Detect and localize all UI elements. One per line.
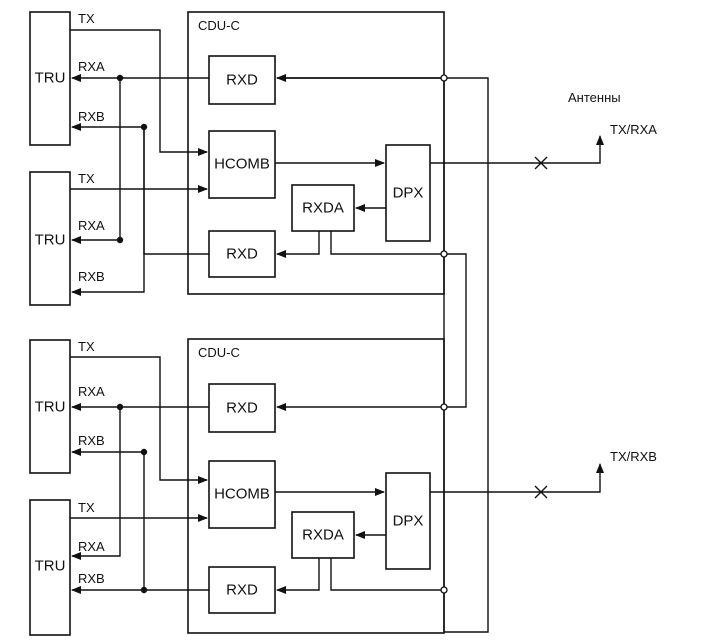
hcomb-label: HCOMB <box>214 156 270 173</box>
signal-label-rxa: RXA <box>78 539 105 554</box>
signal-label-rxa: RXA <box>78 218 105 233</box>
cross-mark-icon <box>534 485 548 499</box>
rxa-line <box>71 77 209 244</box>
hcomb-label: HCOMB <box>214 486 270 503</box>
signal-label-rxb: RXB <box>78 109 105 124</box>
rxda-to-rxd <box>276 231 320 258</box>
junction-dot <box>140 123 148 131</box>
signal-label-rxb: RXB <box>78 269 105 284</box>
junction-dot <box>116 403 124 411</box>
signal-label-tx: TX <box>78 11 95 26</box>
tru-label: TRU <box>35 232 66 249</box>
antenna-port-label: TX/RXB <box>610 449 657 464</box>
wiring-top <box>70 29 604 633</box>
tru-box <box>29 339 71 474</box>
junction-dot <box>140 448 148 456</box>
rxb-line <box>71 127 145 296</box>
rxda-to-bus <box>330 558 444 591</box>
rxda-block <box>291 184 355 232</box>
inter-cdu-link <box>444 253 467 408</box>
antenna-feed-bottom <box>430 463 604 493</box>
tru-unit-2: TRU <box>29 171 71 306</box>
hcomb-block <box>208 460 276 529</box>
signal-label-rxb: RXB <box>78 571 105 586</box>
junctions <box>116 74 448 594</box>
signal-label-rxb: RXB <box>78 433 105 448</box>
tru-box <box>29 499 71 636</box>
tru-box <box>29 11 71 146</box>
cross-mark-icon <box>534 156 548 170</box>
dpx-block <box>385 144 431 242</box>
cdu-title: CDU-C <box>198 345 240 360</box>
port-ring <box>440 403 448 411</box>
rxd-label: RXD <box>226 72 258 89</box>
tru-unit-1: TRU <box>29 11 71 146</box>
dpx-block <box>385 472 431 570</box>
dpx-label: DPX <box>393 513 424 530</box>
junction-dot <box>116 236 124 244</box>
port-ring <box>440 250 448 258</box>
rxda-block <box>291 511 355 559</box>
signal-label-tx: TX <box>78 339 95 354</box>
tru-label: TRU <box>35 70 66 87</box>
junction-dot <box>116 74 124 82</box>
antenna-top: Антенны TX/RXA <box>534 90 657 170</box>
rxd-label: RXD <box>226 246 258 263</box>
rxda-to-bus <box>330 231 444 255</box>
signal-label-rxa: RXA <box>78 384 105 399</box>
antenna-port-label: TX/RXA <box>610 122 657 137</box>
port-ring <box>440 74 448 82</box>
rxa-line <box>71 406 209 560</box>
wiring-bottom <box>70 356 604 594</box>
tx-line <box>70 29 208 156</box>
rxd-block-top <box>208 383 276 433</box>
rxd-block-top <box>208 55 276 105</box>
rxda-to-rxd <box>276 558 320 594</box>
signal-label-rxa: RXA <box>78 59 105 74</box>
tru-label: TRU <box>35 399 66 416</box>
rxda-label: RXDA <box>302 200 344 217</box>
rxd-block-bottom <box>208 230 276 278</box>
junction-dot <box>140 586 148 594</box>
antenna-feed-top <box>430 135 604 164</box>
tru-unit-3: TRU <box>29 339 71 474</box>
rxb-line <box>71 448 209 591</box>
cdu-unit-bottom: CDU-C RXD HCOMB RXDA DPX RXD <box>187 338 445 634</box>
signal-label-tx: TX <box>78 171 95 186</box>
rxd-block-bottom <box>208 566 276 614</box>
cdu-title: CDU-C <box>198 18 240 33</box>
antenna-bottom: TX/RXB <box>534 449 657 499</box>
signal-label-tx: TX <box>78 500 95 515</box>
tx-line <box>70 356 208 484</box>
antenna-caption: Антенны <box>568 90 621 105</box>
rxd-label: RXD <box>226 582 258 599</box>
dpx-label: DPX <box>393 185 424 202</box>
hcomb-block <box>208 130 276 199</box>
tru-label: TRU <box>35 558 66 575</box>
rxda-label: RXDA <box>302 527 344 544</box>
tru-box <box>29 171 71 306</box>
rxd-label: RXD <box>226 400 258 417</box>
cdu-unit-top: CDU-C RXD HCOMB RXDA DPX RXD <box>187 11 445 295</box>
port-ring <box>440 586 448 594</box>
tru-unit-4: TRU <box>29 499 71 636</box>
